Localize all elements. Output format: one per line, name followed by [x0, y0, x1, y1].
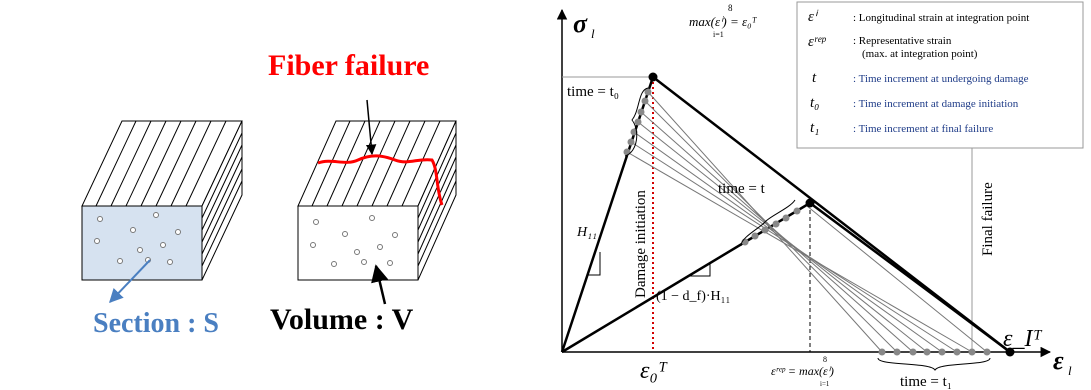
legend-symbol-5: t₁	[810, 120, 819, 136]
y-axis-sub: l	[591, 26, 595, 41]
time-t1-label: time = t₁	[900, 374, 952, 390]
x-axis-symbol: ε	[1053, 346, 1064, 375]
epsRep-sub: i=1	[820, 380, 830, 388]
legend-symbol-2: εʳᵉᵖ	[808, 34, 826, 50]
section-label: Section : S	[93, 308, 219, 339]
legend-text-2: : Representative strain	[853, 35, 952, 47]
legend-text-5: : Time increment at final failure	[853, 123, 993, 135]
epsRep-sup: 8	[823, 355, 827, 364]
legend-text-3: : Time increment at undergoing damage	[853, 73, 1029, 85]
legend-text-2b: (max. at integration point)	[862, 48, 978, 60]
degraded-points	[741, 207, 801, 246]
section-block	[81, 120, 243, 304]
top-formula-sub: i=1	[713, 30, 724, 39]
degraded-slope-label: (1 − d_f)·H₁₁	[656, 289, 730, 304]
axis-points	[878, 348, 991, 356]
top-formula: max(εⁱ) = ε₀ᵀ	[689, 14, 758, 29]
rep-point	[805, 198, 815, 208]
epsRep-label: εʳᵉᵖ = max(εⁱ)	[771, 364, 834, 378]
legend-symbol-4: t₀	[810, 95, 819, 111]
fiber-crack-line	[317, 154, 444, 206]
eps0T-label: ε₀ᵀ	[640, 358, 668, 384]
legend-text-1: : Longitudinal strain at integration poi…	[853, 12, 1029, 24]
final-point	[1005, 347, 1015, 357]
legend-text-4: : Time increment at damage initiation	[853, 98, 1019, 110]
unloading-lines	[626, 91, 988, 353]
volume-block	[297, 99, 457, 305]
volume-label: Volume : V	[270, 303, 414, 336]
h11-label: H₁₁	[576, 225, 597, 240]
legend-symbol-3: t	[812, 70, 817, 86]
top-formula-sup: 8	[728, 3, 733, 13]
fiber-failure-label: Fiber failure	[268, 49, 429, 82]
legend-symbol-1: εⁱ	[808, 9, 819, 25]
peak-point	[648, 72, 658, 82]
time-t-label: time = t	[718, 181, 766, 197]
epsIT-label: ε_Iᵀ	[1003, 326, 1042, 352]
graph	[556, 8, 1052, 371]
legend-box	[796, 1, 1084, 149]
y-axis-symbol: σ	[573, 9, 588, 38]
x-axis-sub: l	[1068, 363, 1072, 378]
time-t0-label: time = t₀	[567, 84, 619, 100]
legend-items: εⁱ : Longitudinal strain at integration …	[808, 9, 1029, 136]
final-failure-label: Final failure	[980, 182, 996, 256]
damage-initiation-label: Damage initiation	[633, 190, 649, 298]
loading-points	[623, 88, 652, 156]
